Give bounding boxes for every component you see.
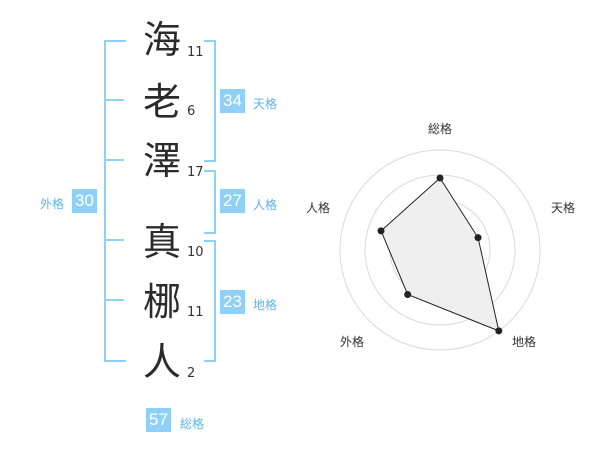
- name-char-2: 老: [142, 80, 181, 124]
- tenkaku-bracket: [204, 40, 216, 162]
- soukaku-label: 総格: [180, 417, 205, 431]
- radar-ring: [389, 199, 491, 301]
- soukaku-value: 57: [146, 408, 171, 432]
- radar-point-soukaku: [436, 174, 444, 182]
- name-char-1: 海: [142, 18, 181, 62]
- chikaku-bracket: [204, 240, 216, 362]
- stroke-count-3: 17: [187, 165, 204, 180]
- radar-center: [437, 247, 443, 253]
- bracket-tick: [104, 239, 124, 241]
- gaikaku-bracket: [104, 40, 126, 362]
- chikaku-label: 地格: [253, 298, 278, 312]
- bracket-tick: [104, 159, 124, 161]
- radar-shape: [380, 177, 500, 332]
- radar-point-tenkaku: [474, 234, 482, 242]
- tenkaku-label: 天格: [253, 97, 278, 111]
- jinkaku-label: 人格: [253, 198, 278, 212]
- jinkaku-value: 27: [220, 189, 245, 213]
- bracket-tick: [104, 299, 124, 301]
- radar-label-chikaku: 地格: [512, 334, 536, 349]
- radar-point-gaikaku: [404, 290, 412, 298]
- radar-grid: [339, 149, 541, 351]
- radar-label-gaikaku: 外格: [340, 334, 364, 349]
- radar-ring: [364, 174, 516, 326]
- radar-ring: [339, 149, 541, 351]
- stroke-count-5: 11: [187, 305, 204, 320]
- stroke-count-2: 6: [187, 104, 196, 119]
- stroke-count-1: 11: [187, 45, 204, 60]
- stroke-count-6: 2: [187, 366, 196, 381]
- name-char-3: 澤: [142, 139, 181, 183]
- tenkaku-value: 34: [220, 89, 245, 113]
- radar-point-jinkaku: [377, 227, 385, 235]
- jinkaku-bracket: [204, 170, 216, 234]
- name-char-5: 梛: [142, 280, 181, 324]
- gaikaku-label: 外格: [40, 197, 65, 211]
- radar-label-soukaku: 総格: [428, 121, 452, 136]
- name-char-4: 真: [142, 220, 181, 264]
- chikaku-value: 23: [220, 290, 245, 314]
- name-char-6: 人: [142, 340, 181, 384]
- gaikaku-value: 30: [72, 189, 97, 213]
- stroke-count-4: 10: [187, 245, 204, 260]
- radar-label-tenkaku: 天格: [551, 200, 575, 215]
- radar-ring: [414, 224, 466, 276]
- radar-label-jinkaku: 人格: [306, 200, 330, 215]
- bracket-tick: [104, 99, 124, 101]
- radar-point-chikaku: [495, 327, 503, 335]
- radar-points: [377, 174, 503, 335]
